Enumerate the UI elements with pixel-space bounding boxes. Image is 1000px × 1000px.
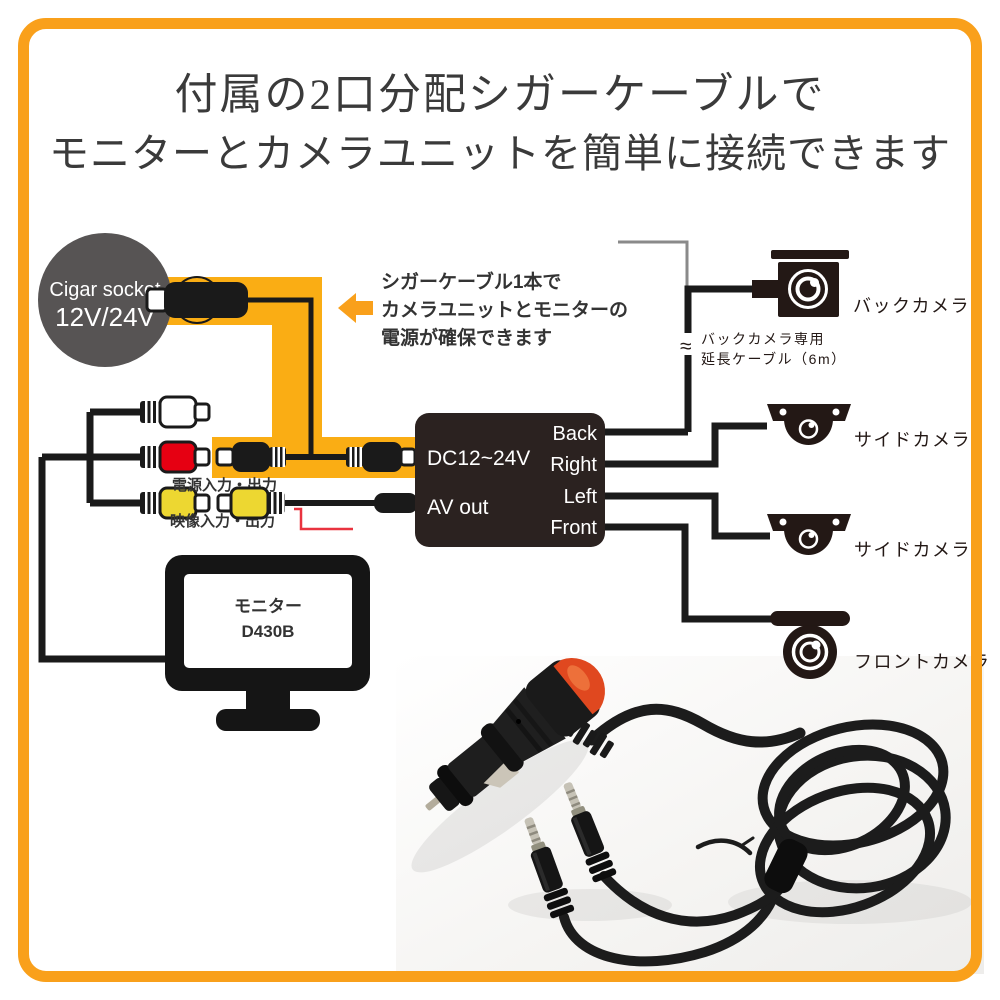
photo-dc-plug-2 xyxy=(563,782,617,883)
side-camera-icon-2 xyxy=(767,514,851,556)
cable-break-icon: ≈ xyxy=(680,335,693,358)
cigar-cable xyxy=(246,297,314,458)
box-av-label: AV out xyxy=(427,496,489,519)
rca-red-plug xyxy=(140,440,211,474)
product-photo xyxy=(396,656,984,974)
dc-plug-left xyxy=(215,442,286,472)
port-label-front: Front xyxy=(550,517,597,539)
cigar-plug-illustration xyxy=(145,276,314,458)
callout-arrow-icon xyxy=(338,293,373,323)
rca-white-plug xyxy=(140,395,211,429)
av-cable-connector xyxy=(374,493,418,513)
page-title-line2: モニターとカメラユニットを簡単に接続できます xyxy=(49,131,951,176)
port-label-left: Left xyxy=(564,486,598,508)
back-camera-icon xyxy=(752,250,849,317)
monitor-model: D430B xyxy=(242,622,295,641)
photo-cigar-plug xyxy=(425,658,605,811)
cigar-socket-voltage: 12V/24V xyxy=(55,302,155,332)
extension-cable-label-line2: 延長ケーブル（6m） xyxy=(701,351,847,367)
port-label-right: Right xyxy=(550,454,597,476)
camera-wires xyxy=(605,240,773,623)
monitor-illustration: モニター D430B xyxy=(165,555,370,731)
cigar-socket-label: Cigar socket xyxy=(49,279,161,301)
front-camera-label: フロントカメラ xyxy=(854,652,991,672)
back-camera-label: バックカメラ xyxy=(853,296,970,316)
rca-yellow-plug xyxy=(140,486,211,520)
monitor-harness-wires xyxy=(38,408,166,663)
callout-text: シガーケーブル1本で カメラユニットとモニターの 電源が確保できます xyxy=(381,270,628,349)
page-title-line1: 付属の2口分配シガーケーブルで xyxy=(174,72,826,119)
av-yellow-plug xyxy=(216,486,285,520)
photo-shadow xyxy=(411,739,589,873)
extension-gray-line xyxy=(618,240,689,286)
port-label-back: Back xyxy=(553,423,598,445)
control-box: DC12~24V AV out Back Right Left Front xyxy=(415,413,605,547)
extension-cable-label-line1: バックカメラ専用 xyxy=(701,331,825,347)
side-camera-lower-label: サイドカメラ xyxy=(854,540,971,560)
callout-line1: シガーケーブル1本で xyxy=(381,270,561,293)
box-power-label: DC12~24V xyxy=(427,447,530,470)
callout-line2: カメラユニットとモニターの xyxy=(381,299,628,321)
dc-plug-right xyxy=(346,442,417,472)
photo-ferrite-bead xyxy=(764,838,808,894)
monitor-name: モニター xyxy=(234,597,302,616)
red-signal-wire xyxy=(294,507,353,531)
side-camera-upper-label: サイドカメラ xyxy=(854,430,971,450)
photo-dc-plug-1 xyxy=(524,817,575,919)
front-camera-icon xyxy=(770,611,850,679)
callout-line3: 電源が確保できます xyxy=(381,326,552,349)
cigar-socket-badge: Cigar socket 12V/24V xyxy=(38,233,172,367)
photo-cable-coil xyxy=(559,703,951,967)
side-camera-icon-1 xyxy=(767,404,851,445)
